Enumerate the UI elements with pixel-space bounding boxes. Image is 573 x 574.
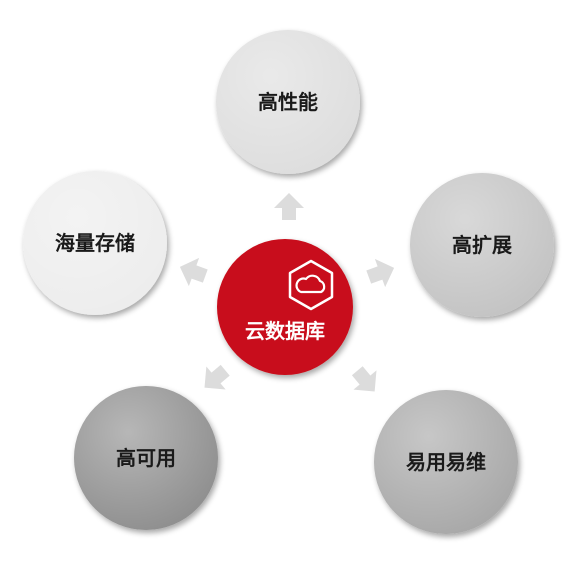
arrow-to-scalability (366, 258, 395, 288)
cloud-icon (288, 259, 334, 311)
node-performance: 高性能 (216, 30, 360, 174)
arrows-group (179, 193, 395, 392)
center-node-label: 云数据库 (245, 319, 325, 343)
node-performance-label: 高性能 (258, 90, 318, 114)
center-node: 云数据库 (217, 239, 353, 375)
nodes-group: 高性能 高扩展 易用易维 高可用 海量存储 (23, 30, 554, 534)
arrow-to-storage (179, 257, 208, 287)
node-maintainability-label: 易用易维 (406, 450, 486, 474)
node-storage-label: 海量存储 (55, 231, 135, 255)
node-maintainability: 易用易维 (374, 390, 518, 534)
arrow-to-availability (204, 364, 230, 390)
node-availability: 高可用 (74, 386, 218, 530)
node-scalability: 高扩展 (410, 173, 554, 317)
node-storage: 海量存储 (23, 171, 167, 315)
center-node-circle (217, 239, 353, 375)
arrow-to-performance (274, 193, 304, 220)
arrow-to-maintainability (351, 366, 377, 392)
node-scalability-label: 高扩展 (452, 233, 512, 257)
node-availability-label: 高可用 (116, 446, 176, 470)
